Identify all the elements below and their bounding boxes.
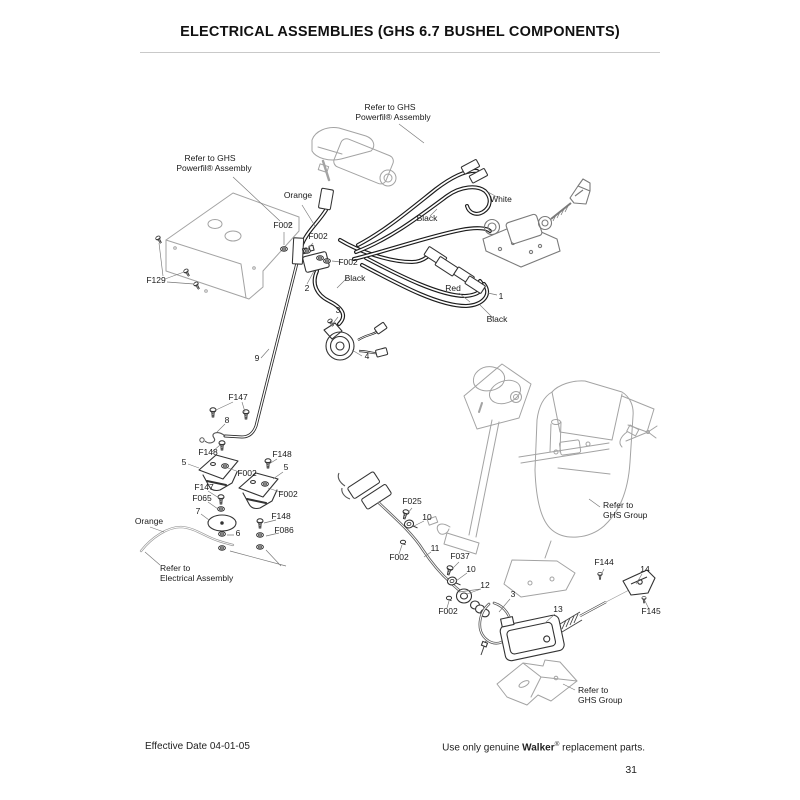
- part-label: F086: [274, 525, 294, 535]
- page-title: ELECTRICAL ASSEMBLIES (GHS 6.7 BUSHEL CO…: [180, 24, 620, 40]
- part-label: Black: [487, 314, 509, 324]
- part-label: F002: [389, 552, 409, 562]
- part-label: 6: [236, 528, 241, 538]
- part-label: F144: [594, 557, 614, 567]
- part-label: 12: [480, 580, 490, 590]
- part-label: 10: [466, 564, 476, 574]
- notice-prefix: Use only genuine: [442, 742, 523, 754]
- part-label: 3: [336, 305, 341, 315]
- effective-date: Effective Date 04-01-05: [145, 741, 250, 752]
- part-label: F037: [450, 551, 470, 561]
- part-label: Refer to: [603, 500, 634, 510]
- part-label: F002: [338, 257, 358, 267]
- part-label: Powerfil® Assembly: [176, 163, 252, 173]
- part-label: Refer to: [578, 685, 609, 695]
- part-label: F025: [402, 496, 422, 506]
- part-label: F148: [198, 447, 218, 457]
- notice-suffix: replacement parts.: [559, 742, 645, 754]
- leader-lines: [144, 123, 650, 691]
- switch-drawing: [301, 244, 330, 273]
- lower-cable-assembly-drawing: [337, 471, 656, 662]
- part-label: Electrical Assembly: [160, 573, 234, 583]
- part-label: F002: [237, 468, 257, 478]
- part-label: F148: [271, 511, 291, 521]
- part-label: 11: [431, 543, 440, 553]
- part-label: 13: [553, 604, 563, 614]
- orange-wire-drawing: [139, 525, 235, 553]
- part-label: F002: [278, 489, 298, 499]
- part-label: 1: [499, 291, 504, 301]
- rod-drawing: [199, 237, 305, 444]
- solenoid-assembly-drawing: [482, 178, 591, 268]
- part-label: 4: [365, 351, 370, 361]
- part-label: Powerfil® Assembly: [355, 112, 431, 122]
- part-label: 14: [640, 564, 650, 574]
- part-label: 8: [225, 415, 230, 425]
- harness-connectors: [318, 159, 488, 358]
- part-label: F002: [438, 606, 458, 616]
- part-label: Red: [445, 283, 461, 293]
- title-rule: [140, 52, 660, 53]
- sensor-drawing: [323, 322, 355, 361]
- part-label: 5: [182, 457, 187, 467]
- part-label: F065: [192, 493, 212, 503]
- part-label: F147: [228, 392, 248, 402]
- notice-registered-mark: ®: [554, 741, 560, 748]
- ghs-group-bracket-drawing: [496, 659, 578, 706]
- ghs-hopper-drawing: [426, 363, 658, 598]
- part-label: F129: [146, 275, 166, 285]
- part-label: F002: [273, 220, 293, 230]
- page-number: 31: [625, 764, 637, 776]
- part-label: 3: [511, 589, 516, 599]
- powerfil-motor-drawing: [311, 127, 397, 187]
- part-label: GHS Group: [603, 510, 648, 520]
- part-label: Refer to GHS: [364, 102, 415, 112]
- part-label: 2: [305, 283, 310, 293]
- genuine-parts-notice: Use only genuine Walker® replacement par…: [442, 741, 645, 753]
- part-label: White: [490, 194, 512, 204]
- part-label: Orange: [284, 190, 313, 200]
- powerfil-mount-plate-drawing: [165, 192, 300, 300]
- part-label: Black: [345, 273, 367, 283]
- part-label: F147: [194, 482, 214, 492]
- part-label: Refer to: [160, 563, 191, 573]
- part-label: 10: [422, 512, 432, 522]
- part-label: F148: [272, 449, 292, 459]
- part-label: Black: [417, 213, 439, 223]
- part-label: 9: [255, 353, 260, 363]
- mount-brackets-drawing: [198, 454, 279, 532]
- notice-brand: Walker: [522, 742, 555, 754]
- part-label: F002: [308, 231, 328, 241]
- part-label: 5: [284, 462, 289, 472]
- part-label: 7: [196, 506, 201, 516]
- part-label: Orange: [135, 516, 164, 526]
- part-label: F145: [641, 606, 661, 616]
- part-label: Refer to GHS: [184, 153, 235, 163]
- part-label: GHS Group: [578, 695, 623, 705]
